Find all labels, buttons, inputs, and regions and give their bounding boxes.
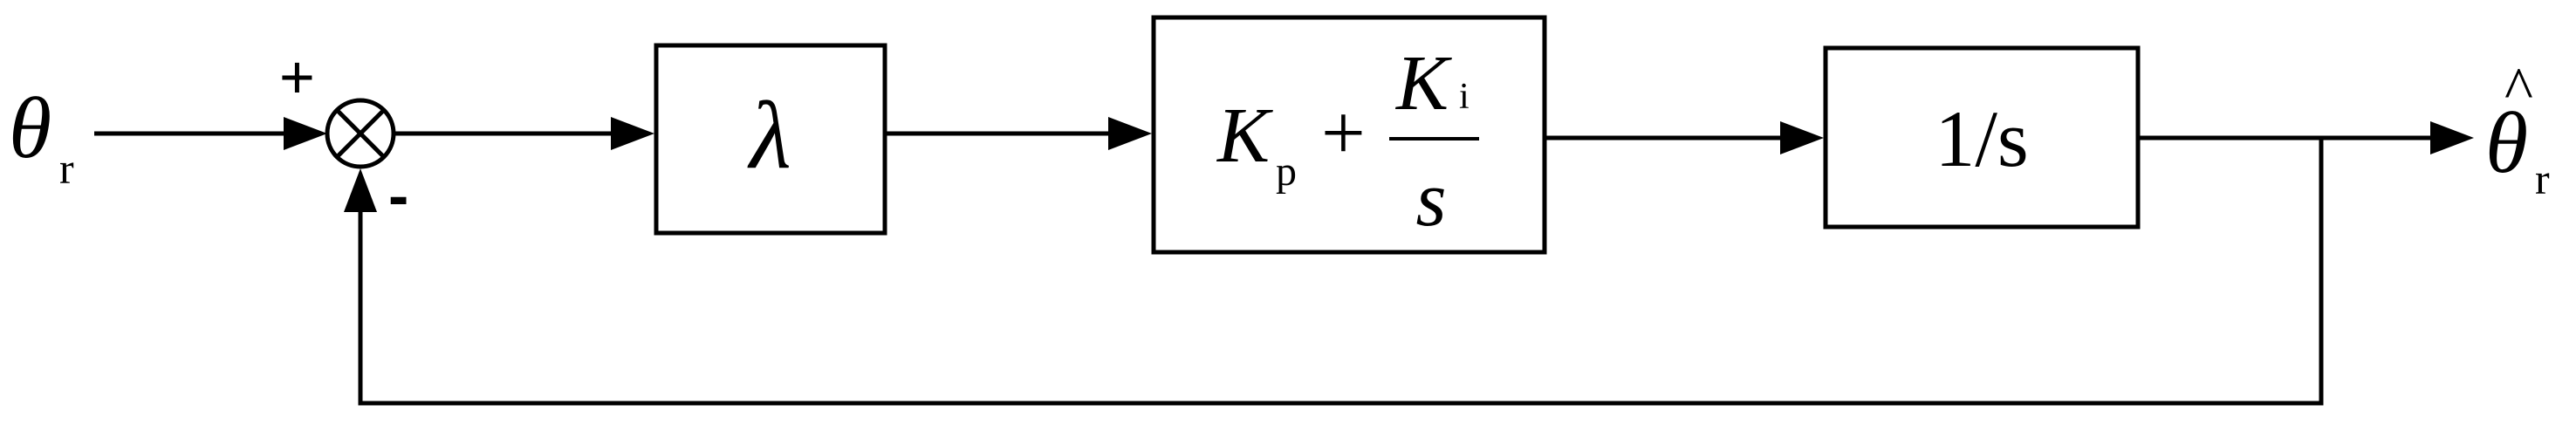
input-signal-arrow <box>94 117 327 150</box>
kp-symbol: K <box>1216 93 1273 179</box>
pi-controller-box <box>1151 15 1547 255</box>
gain-block: λ <box>654 43 887 236</box>
ki-denominator: s <box>1415 156 1446 243</box>
integrator-block: 1/s <box>1823 45 2141 230</box>
plus-operator: + <box>1321 90 1366 176</box>
output-hat-symbol: ^ <box>2504 56 2533 123</box>
gain-block-box <box>654 43 887 236</box>
input-theta-symbol: θ <box>9 79 51 176</box>
summing-junction: + - <box>279 43 408 230</box>
integrator-box <box>1823 45 2141 230</box>
ki-symbol: K <box>1394 40 1452 127</box>
minus-sign: - <box>388 161 408 230</box>
controller-output-arrow <box>1545 121 1824 154</box>
output-label: θ ^ r <box>2485 56 2550 203</box>
pi-controller-block: K p + K i s <box>1151 15 1547 255</box>
plus-sign: + <box>279 43 315 111</box>
ki-subscript: i <box>1459 77 1470 117</box>
error-signal-arrow <box>394 117 654 150</box>
gain-output-arrow <box>885 117 1152 150</box>
input-subscript: r <box>59 144 74 193</box>
output-signal-arrow <box>2138 121 2474 154</box>
integrator-label: 1/s <box>1935 94 2028 183</box>
lambda-symbol: λ <box>747 82 791 189</box>
output-subscript: r <box>2535 154 2550 203</box>
feedback-path <box>344 138 2324 406</box>
output-theta-symbol: θ <box>2485 94 2528 191</box>
input-label: θ r <box>9 79 74 193</box>
kp-subscript: p <box>1276 148 1297 195</box>
